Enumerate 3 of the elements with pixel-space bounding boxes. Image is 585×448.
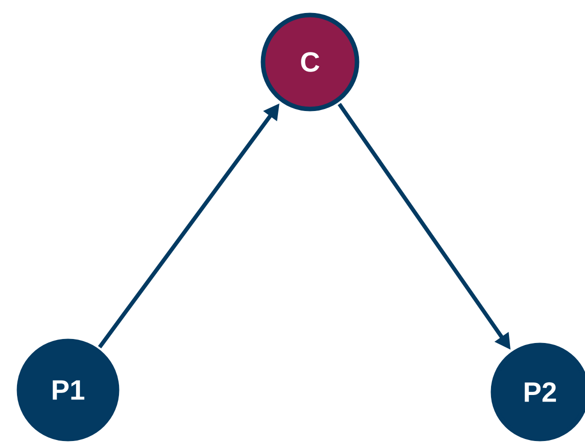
circle-node: P1 (16, 338, 120, 442)
circle-node: P2 (490, 342, 585, 442)
circle-node: C (260, 12, 360, 112)
